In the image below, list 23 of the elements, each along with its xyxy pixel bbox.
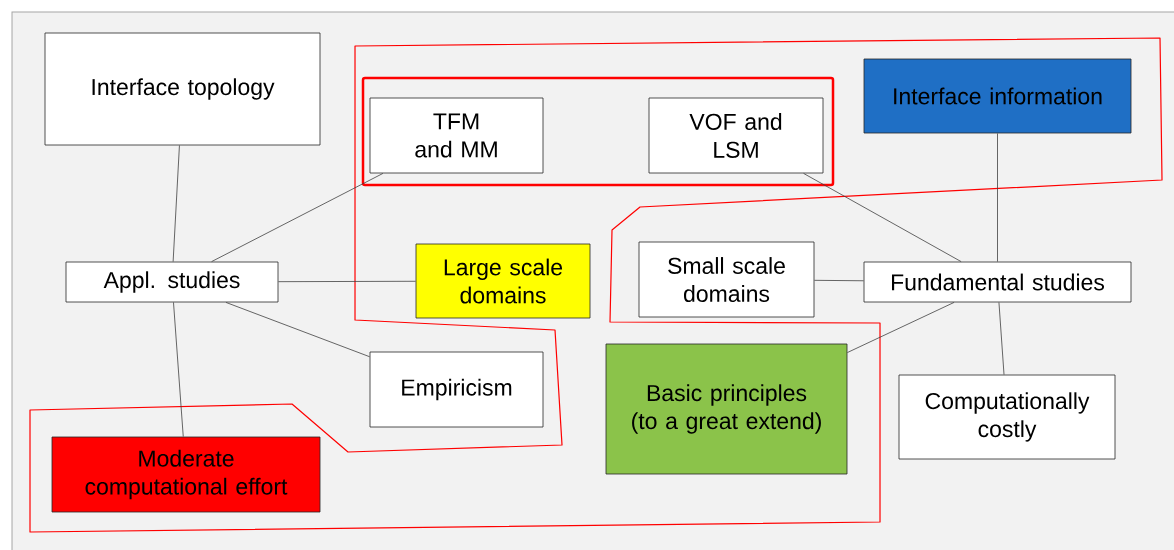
text-box: Interface topology [44, 32, 321, 146]
connector-line [998, 302, 1005, 375]
connector-line [211, 173, 384, 262]
text-box: Large scale domains [415, 243, 591, 319]
text-box: TFM and MM [369, 97, 544, 174]
connector-line [997, 133, 998, 262]
connector-line [173, 302, 184, 437]
text-box: Small scale domains [638, 241, 815, 318]
text-box: VOF and LSM [648, 97, 824, 174]
group-frame [361, 76, 835, 187]
text-box: Interface information [863, 58, 1132, 134]
text-box: Appl. studies [65, 261, 279, 303]
connector-line [225, 302, 370, 358]
connector-line [814, 279, 864, 282]
text-box: Moderate computational effort [51, 436, 321, 513]
text-box: Computationally costly [898, 374, 1116, 460]
text-box: Basic principles (to a great extend) [605, 343, 848, 475]
text-box: Fundamental studies [863, 261, 1132, 303]
connector-line [803, 173, 962, 262]
connector-line [278, 280, 416, 283]
connector-line [172, 145, 180, 262]
text-box: Empiricism [369, 351, 544, 428]
connector-line [847, 302, 955, 353]
